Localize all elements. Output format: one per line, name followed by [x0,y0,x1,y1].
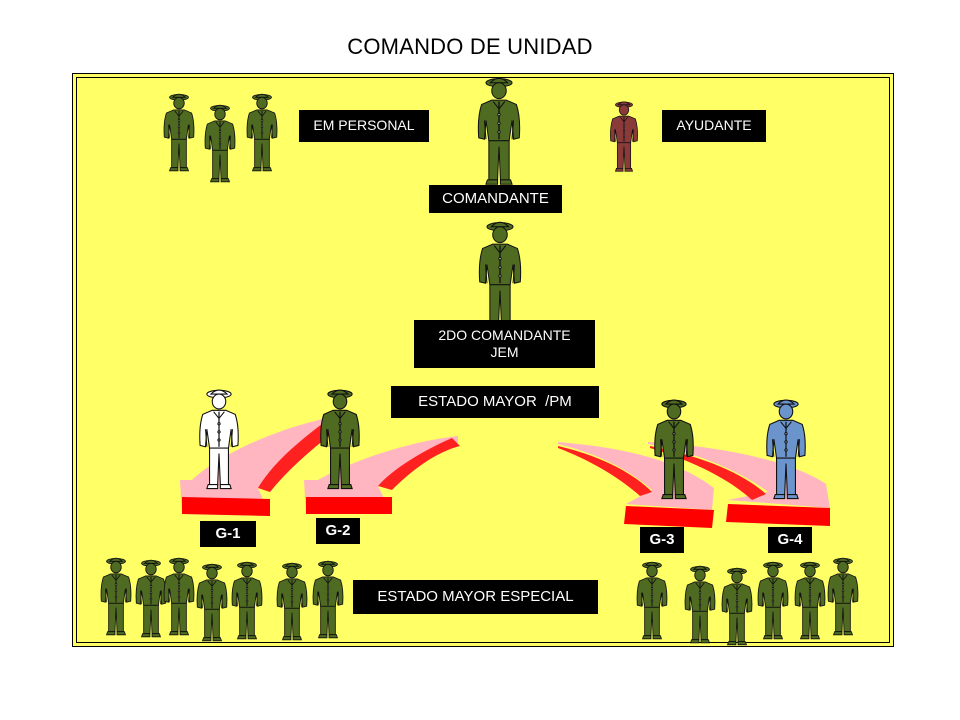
page-title: COMANDO DE UNIDAD [347,34,593,59]
soldier-figure-icon [609,101,639,172]
soldier-figure-icon [827,557,859,636]
label-em-personal: EM PERSONAL [299,110,429,142]
label-estado-mayor: ESTADO MAYOR /PM [391,386,599,418]
soldier-figure-icon [196,563,228,642]
label-estado-mayor-especial: ESTADO MAYOR ESPECIAL [353,580,598,614]
soldier-figure-icon [276,562,308,641]
label-g1: G-1 [200,521,256,547]
soldier-figure-icon [312,560,344,639]
soldier-figure-icon [231,561,263,640]
soldier-figure-icon [100,557,132,636]
curved-arrow-icon-left-outer [180,418,334,516]
soldier-figure-icon [757,561,789,640]
soldier-figure-icon [684,565,716,644]
soldier-figure-icon [135,559,167,638]
soldier-figure-icon [478,221,522,329]
soldier-figure-icon [721,567,753,646]
label-2do-comandante-line1: 2DO COMANDANTE [438,326,571,343]
soldier-figure-icon [477,77,521,185]
soldier-figure-icon [163,93,195,172]
label-g4: G-4 [768,527,812,553]
soldier-figure-icon [246,93,278,172]
soldier-figure-icon [636,561,668,640]
label-g3: G-3 [640,527,684,553]
panel-inner-border [76,77,890,643]
curved-arrow-icon-left-inner [304,436,460,514]
label-2do-comandante-line2: JEM [490,344,519,360]
soldier-figure-icon [204,104,236,183]
soldier-figure-icon [794,561,826,640]
label-ayudante: AYUDANTE [662,110,766,142]
label-comandante: COMANDANTE [429,185,562,213]
soldier-figure-icon [163,557,195,636]
label-2do-comandante: 2DO COMANDANTE JEM [414,320,595,368]
label-g2: G-2 [316,518,360,544]
